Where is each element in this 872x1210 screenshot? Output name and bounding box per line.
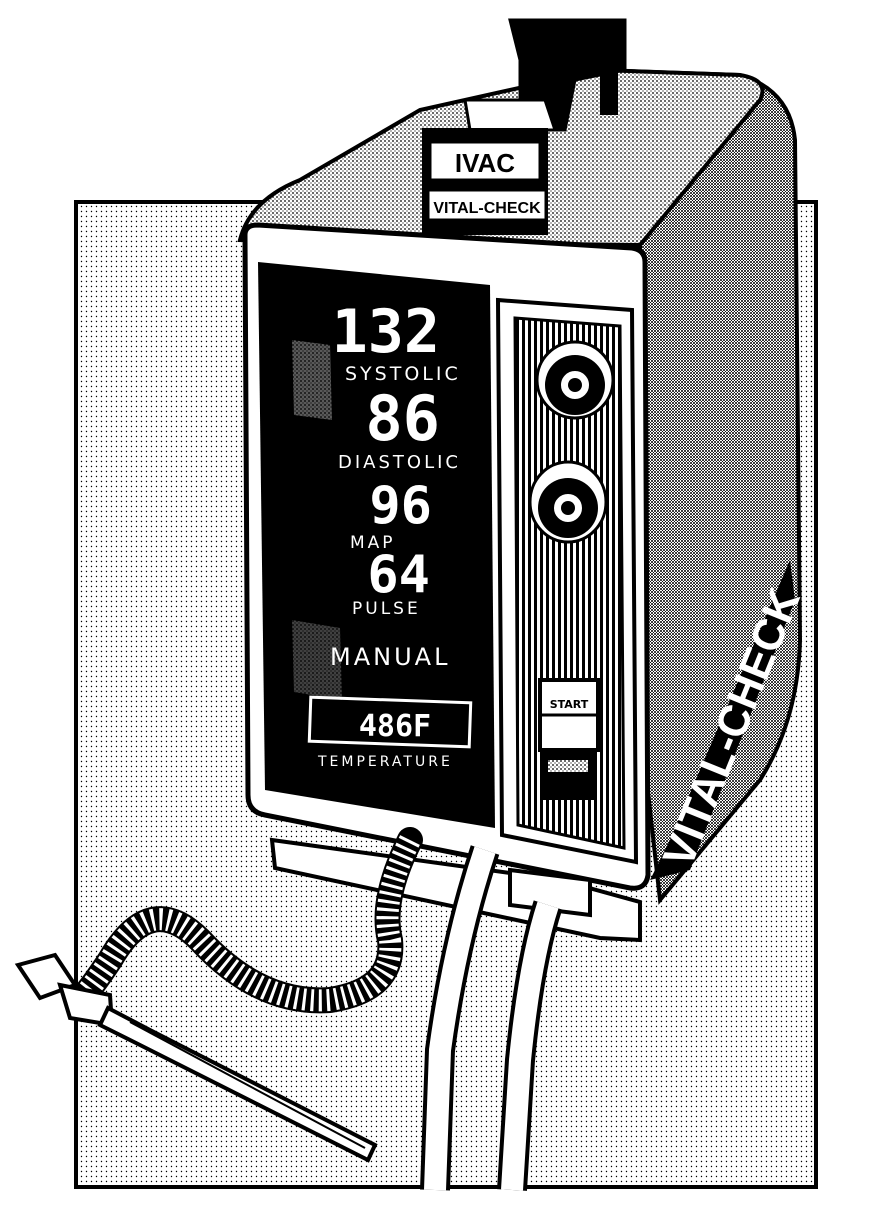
upper-dial-knob[interactable]: [535, 340, 615, 420]
model-nameplate-text: VITAL-CHECK: [433, 200, 541, 217]
map-label: MAP: [350, 533, 396, 553]
temperature-readout-box: [307, 695, 473, 749]
pulse-value: 64: [367, 545, 430, 605]
diastolic-label: DIASTOLIC: [338, 452, 461, 473]
lower-dial-knob[interactable]: [528, 460, 608, 544]
pulse-label: PULSE: [352, 599, 421, 619]
coiled-cable: [67, 827, 423, 1014]
air-hoses: [420, 845, 563, 1191]
systolic-label: SYSTOLIC: [345, 363, 461, 385]
temperature-probe: [14, 952, 378, 1163]
diastolic-value: 86: [365, 382, 440, 455]
start-button[interactable]: [538, 678, 600, 752]
temperature-label: TEMPERATURE: [317, 754, 453, 770]
brand-logo-text: IVAC: [455, 148, 515, 178]
display-screen: [280, 280, 484, 815]
lower-switch[interactable]: [540, 748, 596, 800]
carry-handle: [463, 18, 627, 132]
start-button-label: START: [550, 698, 589, 711]
mode-indicator: MANUAL: [330, 643, 450, 671]
temperature-value: 486F: [359, 709, 431, 744]
systolic-value: 132: [332, 297, 440, 367]
map-value: 96: [369, 476, 432, 536]
brand-nameplate: [422, 128, 548, 235]
